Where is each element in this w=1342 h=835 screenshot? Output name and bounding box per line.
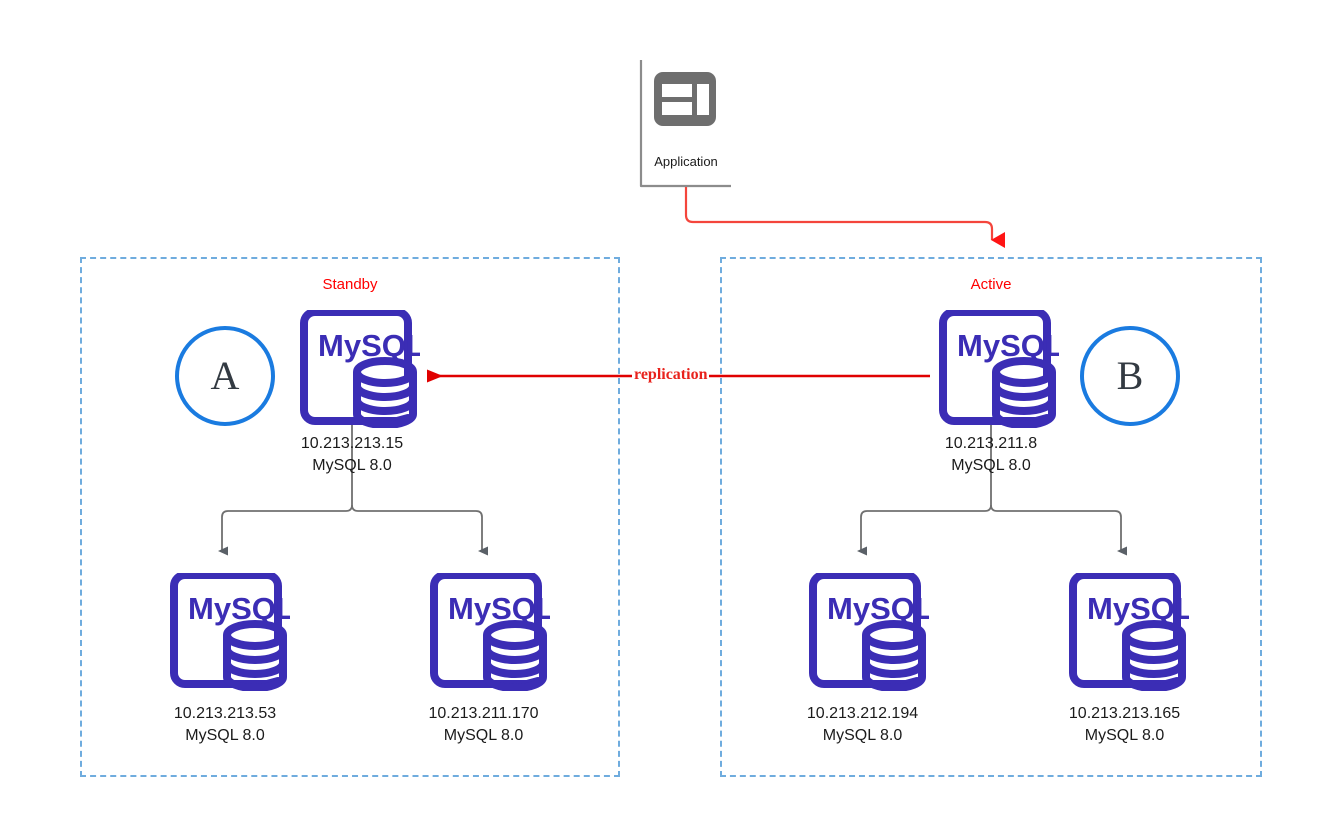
active-replica-node-1[interactable]: MySQL: [799, 571, 934, 696]
standby-zone: [80, 257, 620, 777]
mysql-database-icon: MySQL: [430, 571, 555, 692]
standby-replica-2-caption: 10.213.211.170 MySQL 8.0: [381, 703, 586, 746]
standby-replica-1-version: MySQL 8.0: [185, 726, 265, 744]
mysql-logo-text: MySQL: [448, 591, 550, 626]
active-primary-node[interactable]: MySQL: [929, 308, 1064, 433]
active-cluster-letter-text: B: [1116, 353, 1144, 398]
active-primary-version: MySQL 8.0: [951, 456, 1031, 474]
mysql-database-icon: MySQL: [939, 308, 1064, 429]
active-primary-caption: 10.213.211.8 MySQL 8.0: [891, 433, 1091, 476]
mysql-database-icon: MySQL: [170, 571, 295, 692]
active-replica-2-caption: 10.213.213.165 MySQL 8.0: [1022, 703, 1227, 746]
mysql-logo-text: MySQL: [957, 328, 1059, 363]
standby-replica-2-version: MySQL 8.0: [443, 726, 524, 744]
active-replica-2-version: MySQL 8.0: [1084, 726, 1165, 744]
mysql-logo-text: MySQL: [1087, 591, 1189, 626]
active-zone-label: Active: [970, 276, 1012, 293]
application-label: Application: [654, 154, 718, 169]
application-window-icon: [654, 72, 716, 126]
standby-replica-2-ip: 10.213.211.170: [428, 705, 539, 722]
active-replica-1-caption: 10.213.212.194 MySQL 8.0: [760, 703, 965, 746]
mysql-database-icon: MySQL: [809, 571, 934, 692]
standby-replica-1-ip: 10.213.213.53: [173, 705, 277, 722]
standby-primary-caption: 10.213.213.15 MySQL 8.0: [252, 433, 452, 476]
mysql-logo-text: MySQL: [827, 591, 929, 626]
active-replica-1-version: MySQL 8.0: [822, 726, 903, 744]
standby-cluster-letter: A: [175, 326, 275, 426]
application-to-active-arrow: [684, 187, 1005, 248]
mysql-logo-text: MySQL: [318, 328, 420, 363]
active-zone: [720, 257, 1262, 777]
standby-replica-node-2[interactable]: MySQL: [420, 571, 555, 696]
standby-primary-node[interactable]: MySQL: [290, 308, 425, 433]
active-replica-1-ip: 10.213.212.194: [806, 705, 919, 722]
mysql-database-icon: MySQL: [300, 308, 425, 429]
standby-primary-ip: 10.213.213.15: [300, 435, 404, 452]
mysql-logo-text: MySQL: [188, 591, 290, 626]
standby-replica-node-1[interactable]: MySQL: [160, 571, 295, 696]
application-node[interactable]: [652, 70, 718, 135]
mysql-database-icon: MySQL: [1069, 571, 1194, 692]
active-replica-2-ip: 10.213.213.165: [1068, 705, 1181, 722]
active-cluster-letter: B: [1080, 326, 1180, 426]
standby-primary-version: MySQL 8.0: [312, 456, 392, 474]
standby-zone-label: Standby: [322, 276, 378, 293]
active-replica-node-2[interactable]: MySQL: [1059, 571, 1194, 696]
standby-replica-1-caption: 10.213.213.53 MySQL 8.0: [125, 703, 325, 746]
replication-edge-label: replication: [632, 366, 710, 384]
active-primary-ip: 10.213.211.8: [944, 435, 1038, 452]
standby-cluster-letter-text: A: [210, 353, 240, 398]
